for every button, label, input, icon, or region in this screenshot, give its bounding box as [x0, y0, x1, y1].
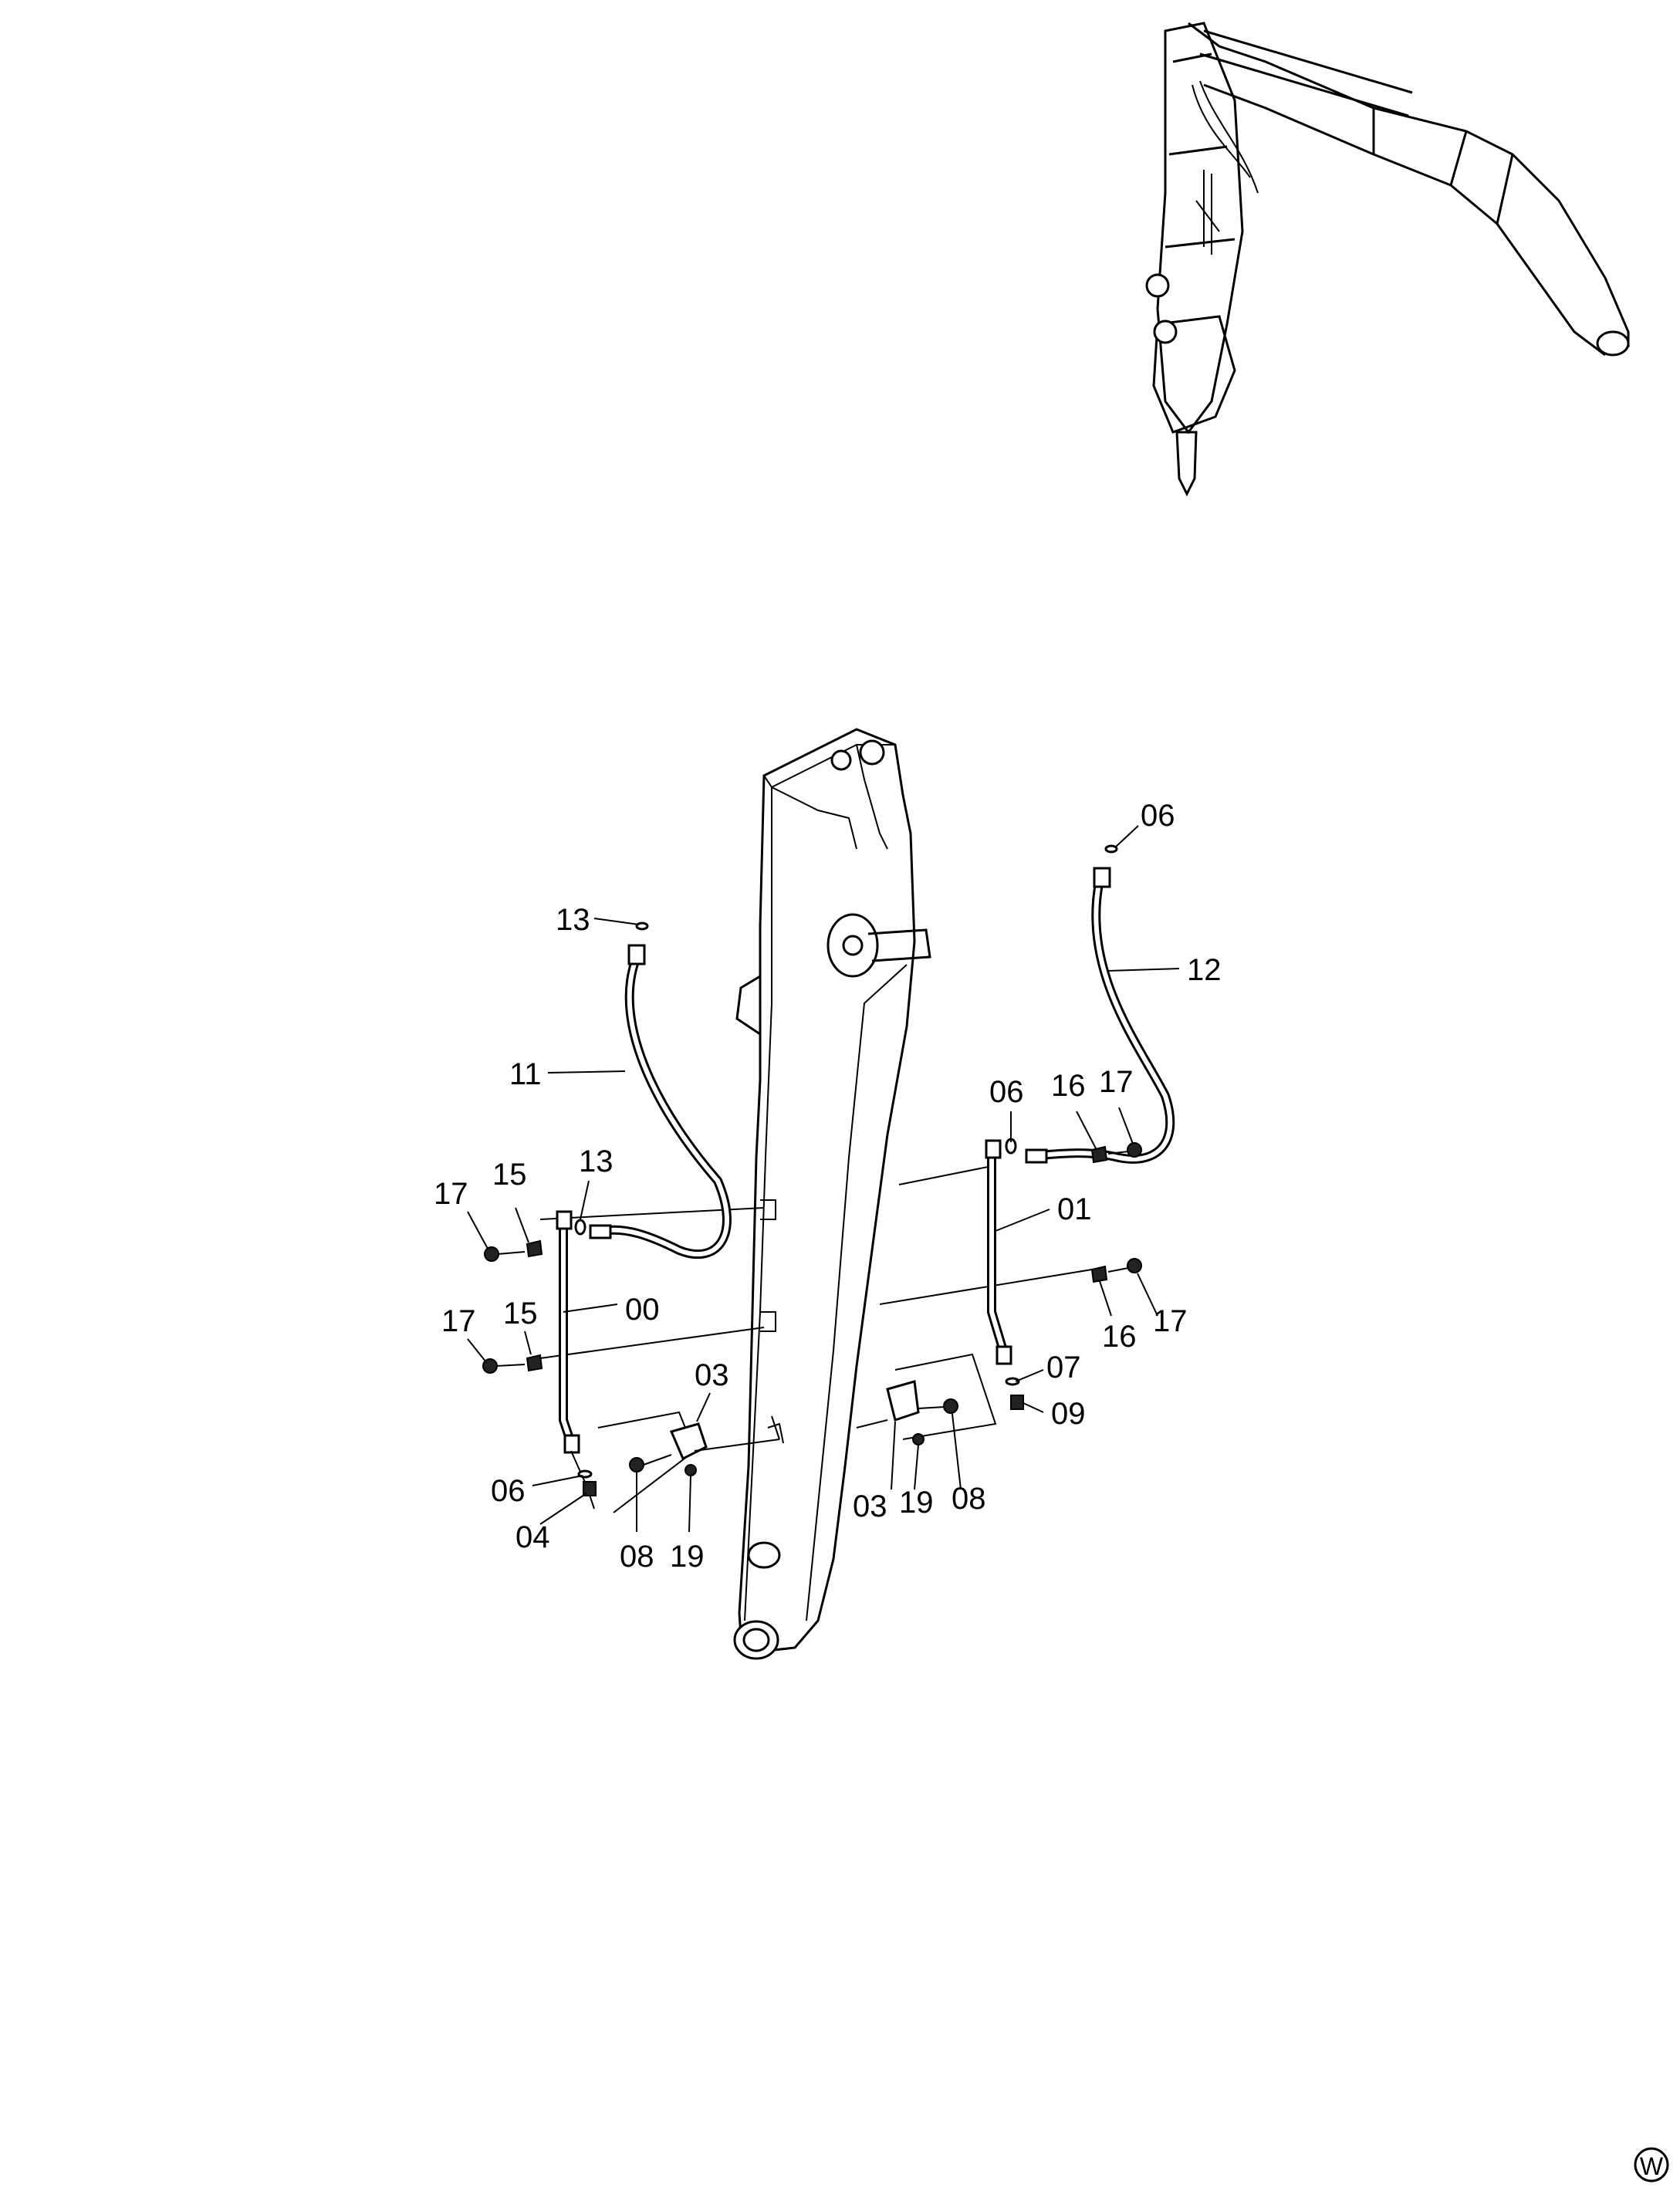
callout-13: 13 [579, 1145, 614, 1178]
callout-17: 17 [1099, 1065, 1134, 1099]
callout-15: 15 [492, 1158, 527, 1192]
callout-04: 04 [515, 1520, 550, 1554]
callout-01: 01 [1057, 1192, 1092, 1226]
callout-06: 06 [989, 1075, 1024, 1109]
callout-16: 16 [1102, 1320, 1137, 1354]
callout-09: 09 [1051, 1397, 1086, 1431]
callout-17: 17 [1153, 1304, 1188, 1338]
callout-06: 06 [491, 1474, 526, 1508]
callout-leaders [467, 825, 1180, 1533]
callout-07: 07 [1046, 1351, 1081, 1385]
callout-06: 06 [1141, 799, 1175, 833]
callout-16: 16 [1051, 1069, 1086, 1103]
callout-17: 17 [441, 1304, 476, 1338]
callout-19: 19 [670, 1540, 705, 1574]
callout-12: 12 [1187, 953, 1222, 987]
callout-03: 03 [695, 1358, 729, 1392]
callout-13: 13 [556, 903, 590, 937]
callout-15: 15 [503, 1297, 538, 1330]
callout-19: 19 [899, 1486, 934, 1520]
left-pipe-assembly [482, 921, 780, 1513]
right-pipe-assembly [856, 844, 1175, 1445]
callout-labels: 13 11 17 15 13 00 17 15 03 06 04 08 19 0… [434, 799, 1222, 1574]
callout-00: 00 [625, 1293, 660, 1327]
callout-08: 08 [620, 1540, 654, 1574]
callout-17: 17 [434, 1177, 468, 1211]
corner-mark: W [1634, 2147, 1669, 2183]
callout-08: 08 [952, 1482, 986, 1516]
arm-body [733, 728, 931, 1660]
corner-mark-letter: W [1640, 2152, 1664, 2180]
callout-11: 11 [509, 1057, 542, 1091]
inset-arm-illustration [1145, 22, 1630, 497]
callout-03: 03 [853, 1489, 887, 1523]
